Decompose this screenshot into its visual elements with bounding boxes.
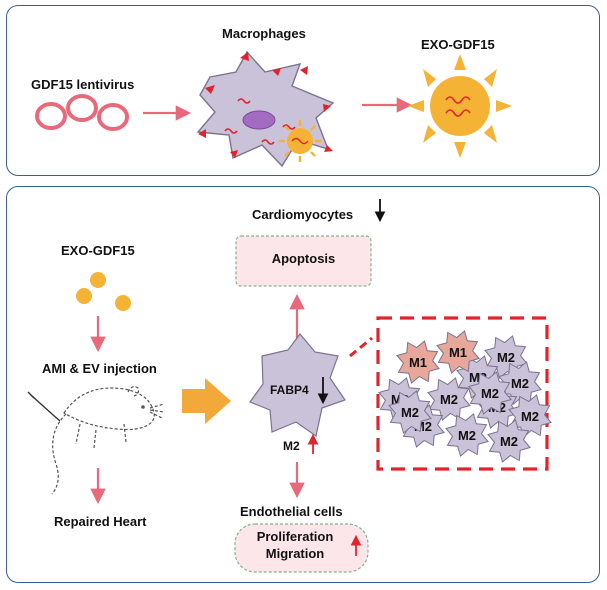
m1-cell-label: M1 — [449, 345, 467, 360]
m2-cell-8: M2 — [445, 413, 489, 457]
m1-cell-label: M1 — [409, 355, 427, 370]
exosome-dots-icon — [76, 272, 131, 311]
macrophages-label: Macrophages — [222, 26, 306, 41]
migration-label: Migration — [265, 546, 325, 561]
m2-cell-11: M2 — [468, 371, 512, 415]
m2-cell-4: M2 — [427, 377, 471, 421]
fabp4-macrophage-cell — [249, 333, 346, 438]
exosome-sun-icon — [408, 54, 512, 158]
endothelial-label: Endothelial cells — [240, 504, 343, 519]
m2-cell-10: M2 — [388, 390, 432, 434]
m2-cell-label: M2 — [401, 405, 419, 420]
mouse-icon — [51, 386, 165, 495]
lentivirus-label: GDF15 lentivirus — [31, 77, 135, 92]
big-orange-arrow — [182, 378, 231, 424]
m1-cell-0: M1 — [396, 340, 440, 384]
m2-cell-9: M2 — [487, 419, 531, 463]
macrophage-cluster: M2M2M2M2M2M2M2M2M2M2M2M2M1M1 — [378, 330, 552, 463]
injection-label: AMI & EV injection — [42, 361, 157, 376]
cluster-connector — [349, 336, 373, 358]
small-exosome-icon — [279, 120, 321, 162]
repaired-heart-label: Repaired Heart — [54, 514, 147, 529]
m2-cell-label: M2 — [497, 350, 515, 365]
m2-cell-6: M2 — [508, 394, 552, 438]
apoptosis-label: Apoptosis — [271, 251, 336, 266]
m2-cell-label: M2 — [440, 392, 458, 407]
m2-cell-label: M2 — [481, 386, 499, 401]
syringe-icon — [27, 391, 61, 422]
m2-cell-label: M2 — [458, 428, 476, 443]
proliferation-label: Proliferation — [256, 529, 334, 544]
cardiomyocytes-label: Cardiomyocytes — [252, 207, 354, 222]
exosome-bottom-label: EXO-GDF15 — [61, 243, 135, 258]
m2-cell-label: M2 — [511, 376, 529, 391]
apoptosis-box — [235, 235, 372, 287]
m2-label: M2 — [283, 439, 300, 453]
macrophage-cell-icon — [196, 50, 335, 168]
m2-cell-label: M2 — [521, 409, 539, 424]
macrophage-cluster-box — [376, 316, 549, 471]
lentivirus-rings-icon — [35, 94, 129, 131]
m2-cell-label: M2 — [500, 434, 518, 449]
m1-cell-1: M1 — [436, 330, 480, 374]
proliferation-box — [234, 523, 369, 573]
fabp4-label: FABP4 — [270, 383, 309, 397]
m2-cell-2: M2 — [498, 361, 542, 405]
exosome-top-label: EXO-GDF15 — [421, 37, 495, 52]
